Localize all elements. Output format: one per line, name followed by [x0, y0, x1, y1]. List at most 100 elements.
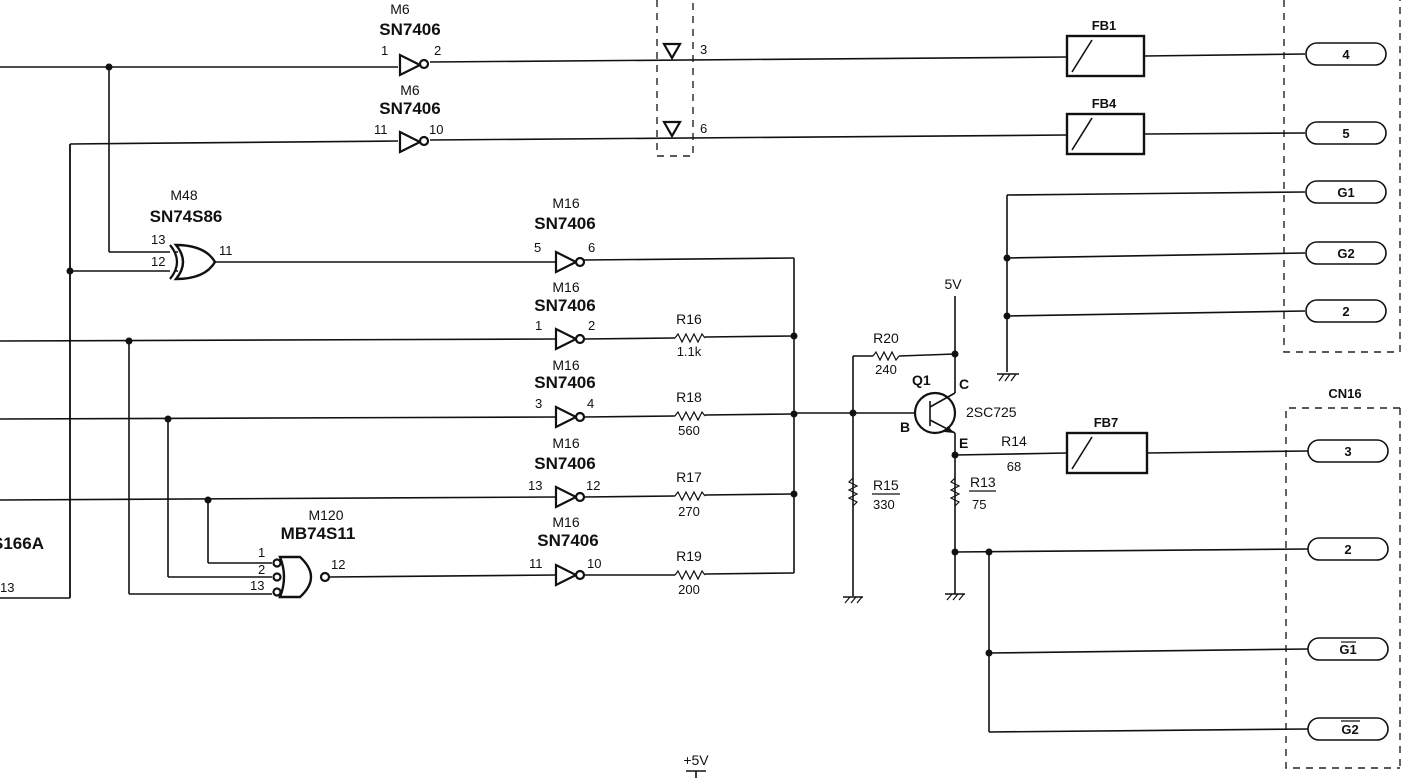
- wire-cn16-g1: [988, 648, 1309, 654]
- q1-ref: Q1: [912, 372, 931, 388]
- inverter-bubble: [574, 491, 586, 503]
- q1-part: 2SC725: [966, 404, 1017, 420]
- wire-cn16-2: [954, 548, 1309, 553]
- inverter-m6b: [398, 130, 423, 154]
- m6a-part: SN7406: [379, 20, 440, 39]
- emitter-arrow: [944, 426, 954, 433]
- wire-m6a-out: [429, 56, 1068, 63]
- buffer-pin-b: 6: [700, 121, 707, 136]
- fb7-body: [1065, 431, 1149, 475]
- wire-m16c-out: [583, 415, 676, 418]
- inverter-m16a: [554, 250, 579, 274]
- junction: [204, 496, 212, 504]
- m120-part: MB74S11: [281, 524, 356, 543]
- connector-label-g1: G1: [1337, 185, 1354, 200]
- wire-m16c-in: [0, 416, 557, 420]
- m16b-pin-out: 2: [588, 318, 595, 333]
- m48-ref: M48: [170, 187, 197, 203]
- junction: [1003, 254, 1011, 262]
- wire-m16d-in: [0, 496, 557, 501]
- junction: [951, 350, 959, 358]
- m6a-pin-out: 2: [434, 43, 441, 58]
- r20-ref: R20: [873, 330, 899, 346]
- ground-symbol: [843, 596, 863, 604]
- m16e-ref: M16: [552, 514, 579, 530]
- junction: [790, 410, 798, 418]
- m16d-pin-out: 12: [586, 478, 600, 493]
- connector-g2: [1305, 241, 1387, 265]
- bottom-supply-label: +5V: [683, 752, 709, 768]
- fb7-slash: [1071, 436, 1093, 470]
- junction: [125, 337, 133, 345]
- wire-2: [1006, 310, 1306, 317]
- m16d-ref: M16: [552, 435, 579, 451]
- wire-m16b-in: [0, 338, 557, 342]
- m48-pin-a: 13: [151, 232, 165, 247]
- m16e-pin-out: 10: [587, 556, 601, 571]
- inverter-bubble: [272, 572, 282, 582]
- connector-4: [1305, 42, 1387, 66]
- resistor-r18: [674, 410, 706, 422]
- m16c-ref: M16: [552, 357, 579, 373]
- wire-r18-out: [704, 413, 795, 416]
- m16c-pin-in: 3: [535, 396, 542, 411]
- m16a-part: SN7406: [534, 214, 595, 233]
- wire-m16b-out: [583, 337, 676, 340]
- transistor-collector: [929, 392, 956, 408]
- supply-5v: 5V: [944, 276, 962, 292]
- resistor-r17: [674, 490, 706, 502]
- inverter-bubble: [418, 58, 430, 70]
- resistor-r19: [674, 569, 706, 581]
- inverter-bubble: [319, 571, 331, 583]
- m6b-ref: M6: [400, 82, 420, 98]
- m48-pin-out: 11: [219, 243, 233, 258]
- m48-part: SN74S86: [150, 207, 223, 226]
- m120-pin-1: 1: [258, 545, 265, 560]
- connector-5: [1305, 121, 1387, 145]
- connector-label-5: 5: [1342, 126, 1349, 141]
- m16a-pin-in: 5: [534, 240, 541, 255]
- ground-symbol: [945, 593, 965, 601]
- resistor-r16: [674, 332, 706, 344]
- r18-value: 560: [678, 423, 700, 438]
- wire-m16a-out: [583, 257, 795, 261]
- m16e-pin-in: 11: [529, 556, 543, 571]
- left-chip-part: S166A: [0, 534, 44, 553]
- r20-value: 240: [875, 362, 897, 377]
- inverter-m6a: [398, 53, 423, 77]
- m16c-pin-out: 4: [587, 396, 594, 411]
- cn16-label-2: 2: [1344, 542, 1351, 557]
- xor-gate-m48: [173, 243, 217, 281]
- r13-ref: R13: [970, 474, 996, 490]
- buffer-triangle-b: [662, 120, 682, 139]
- m120-pin-2: 2: [258, 562, 265, 577]
- q1-c: C: [959, 376, 969, 392]
- connector-g1: [1305, 180, 1387, 204]
- fb4-slash: [1071, 117, 1093, 151]
- wire-fb4-out: [1143, 132, 1306, 135]
- buffer-triangle-a: [662, 42, 682, 61]
- junction: [105, 63, 113, 71]
- m6b-pin-out: 10: [429, 122, 443, 137]
- r19-value: 200: [678, 582, 700, 597]
- m6a-pin-in: 1: [381, 43, 388, 58]
- m6a-ref: M6: [390, 1, 410, 17]
- inverter-bubble: [574, 333, 586, 345]
- cn16-connector-3: [1307, 439, 1389, 463]
- wire-and-out: [328, 574, 557, 578]
- m16e-part: SN7406: [537, 531, 598, 550]
- q1-b: B: [900, 419, 910, 435]
- r17-value: 270: [678, 504, 700, 519]
- fb1-slash: [1071, 39, 1093, 73]
- connector-label-g2: G2: [1337, 246, 1354, 261]
- inverter-bubble: [574, 256, 586, 268]
- m6b-part: SN7406: [379, 99, 440, 118]
- junction: [164, 415, 172, 423]
- r14-value: 68: [1007, 459, 1021, 474]
- wire-r14: [954, 452, 1068, 456]
- wire-fb1-out: [1143, 53, 1306, 57]
- fb7-label: FB7: [1094, 415, 1119, 430]
- upper-connector-box: [1283, 0, 1401, 353]
- m48-pin-b: 12: [151, 254, 165, 269]
- m16c-part: SN7406: [534, 373, 595, 392]
